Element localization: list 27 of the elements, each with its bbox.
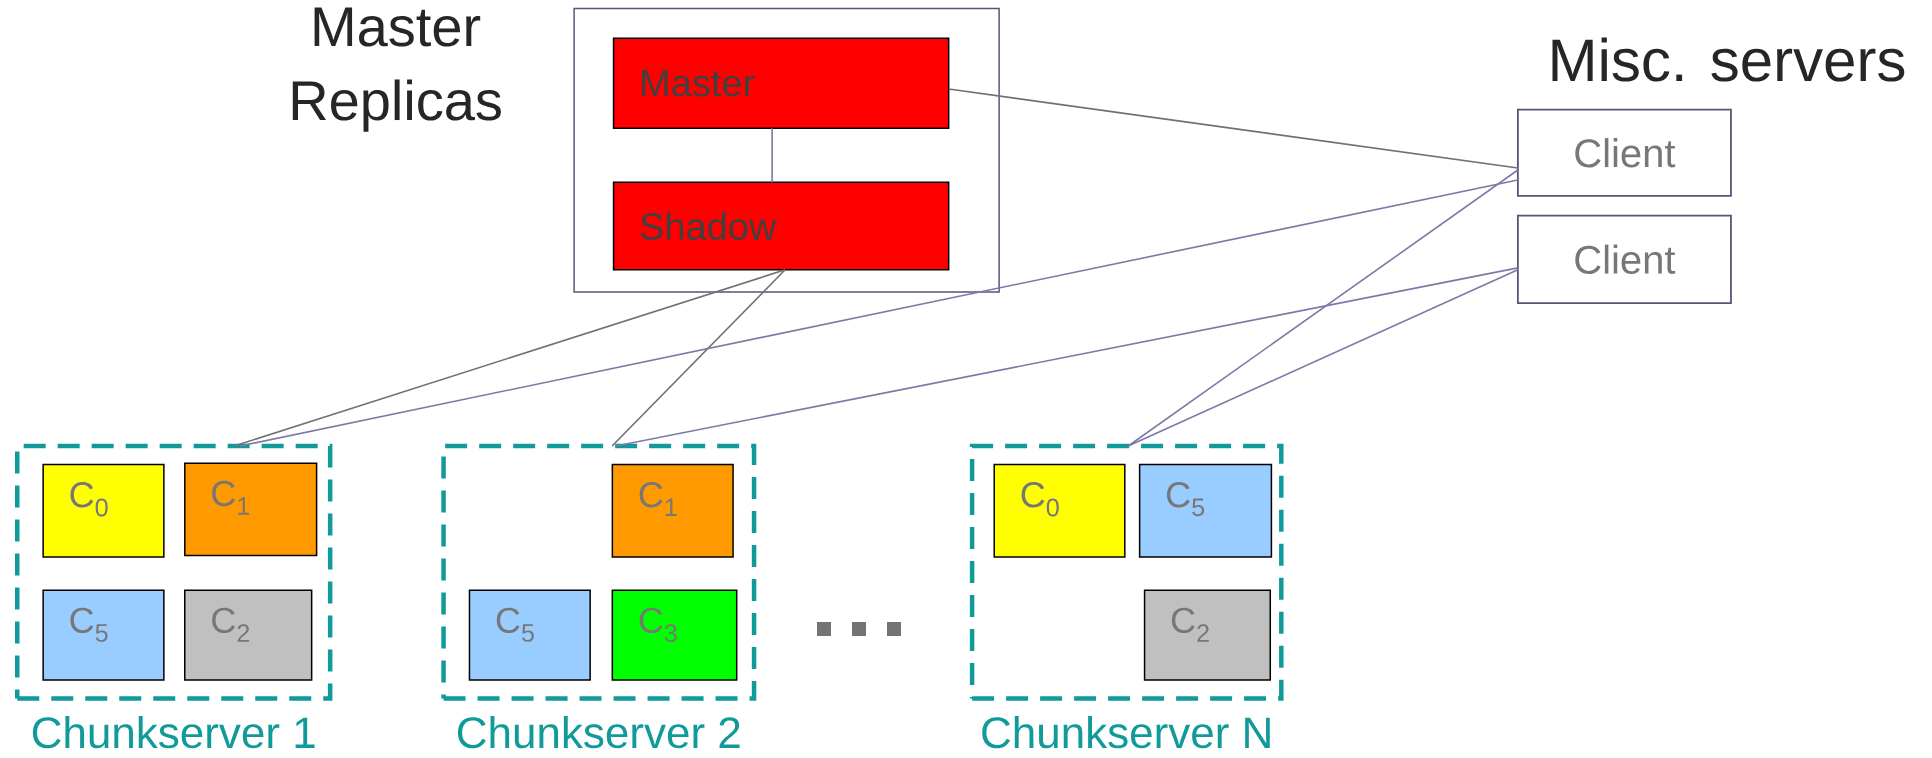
connector-line xyxy=(1127,169,1519,447)
server-caption: Chunkserver 2 xyxy=(457,716,740,749)
chunk-box: C$_{5}$ xyxy=(1138,463,1273,558)
server-box: Master xyxy=(612,37,950,129)
connector-line xyxy=(947,88,1519,169)
connector-line xyxy=(771,127,773,184)
connector-line xyxy=(611,269,786,447)
server-caption: Chunkserver N xyxy=(982,716,1270,749)
connector-line xyxy=(239,179,1519,447)
section-label: Misc. servers xyxy=(1552,37,1905,82)
group-heading: Master Replicas xyxy=(292,7,501,132)
connector-line xyxy=(1127,269,1519,447)
connector-line xyxy=(615,267,1519,447)
client-box: Client xyxy=(1516,108,1732,197)
chunk-box: C$_{3}$ xyxy=(611,589,738,681)
chunk-box: C$_{2}$ xyxy=(184,589,313,681)
chunk-box: C$_{5}$ xyxy=(468,589,591,681)
server-caption: Chunkserver 1 xyxy=(32,716,315,749)
chunk-box: C$_{5}$ xyxy=(42,589,165,681)
connector-line xyxy=(233,269,786,447)
server-box: Shadow xyxy=(612,181,950,271)
chunk-box: C$_{2}$ xyxy=(1143,589,1271,681)
chunk-box: C$_{1}$ xyxy=(611,463,734,558)
chunk-box: C$_{0}$ xyxy=(993,463,1126,558)
client-box: Client xyxy=(1516,214,1732,304)
chunk-box: C$_{1}$ xyxy=(184,462,318,557)
chunk-box: C$_{0}$ xyxy=(42,463,165,558)
